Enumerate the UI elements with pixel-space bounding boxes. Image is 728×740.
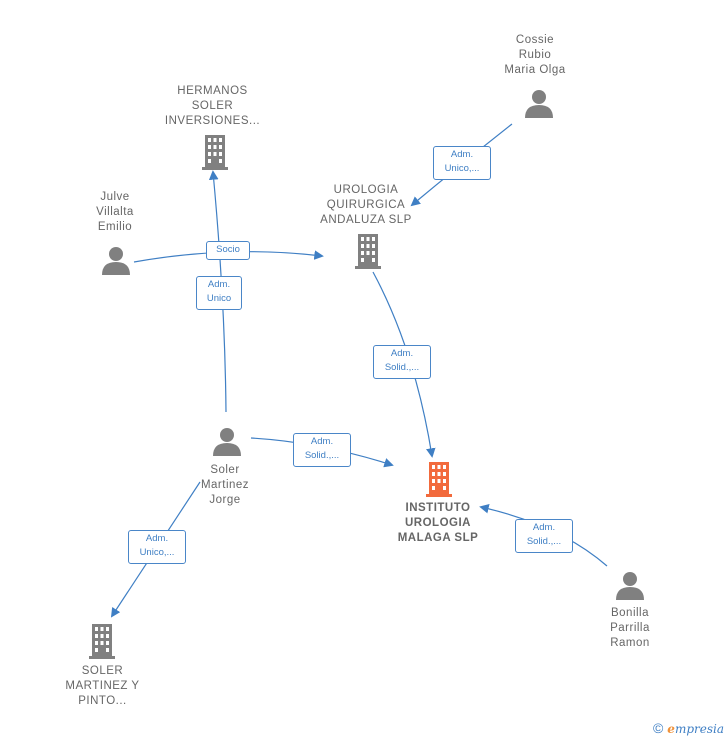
building-icon[interactable] bbox=[352, 234, 384, 269]
node-label-soler-pinto[interactable]: SOLER MARTINEZ Y PINTO... bbox=[65, 665, 140, 707]
edge-label-soler-instituto[interactable]: Adm. Solid.,... bbox=[293, 433, 351, 467]
node-label-urologia-andaluza[interactable]: UROLOGIA QUIRURGICA ANDALUZA SLP bbox=[320, 184, 412, 226]
person-icon[interactable] bbox=[101, 245, 131, 275]
edge-label-bonilla-instituto[interactable]: Adm. Solid.,... bbox=[515, 519, 573, 553]
brand-footer: ©empresia bbox=[653, 720, 724, 736]
building-icon[interactable] bbox=[199, 135, 231, 170]
edge-label-cossie-urologia[interactable]: Adm. Unico,... bbox=[433, 146, 491, 180]
edge-label-soler-hermanos[interactable]: Adm. Unico bbox=[196, 276, 242, 310]
person-icon[interactable] bbox=[212, 426, 242, 456]
node-label-soler-jorge[interactable]: Soler Martinez Jorge bbox=[200, 464, 250, 506]
edge-label-urologia-instituto[interactable]: Adm. Solid.,... bbox=[373, 345, 431, 379]
building-icon[interactable] bbox=[423, 462, 455, 497]
edge-label-soler-pinto[interactable]: Adm. Unico,... bbox=[128, 530, 186, 564]
node-label-hermanos[interactable]: HERMANOS SOLER INVERSIONES... bbox=[164, 85, 261, 127]
edge-label-julve-urologia[interactable]: Socio bbox=[206, 241, 250, 260]
building-icon[interactable] bbox=[86, 624, 118, 659]
brand-logo-text: mpresia bbox=[674, 722, 724, 736]
copyright-symbol: © bbox=[652, 720, 664, 736]
person-icon[interactable] bbox=[615, 570, 645, 600]
node-label-julve[interactable]: Julve Villalta Emilio bbox=[96, 191, 134, 233]
node-label-cossie[interactable]: Cossie Rubio Maria Olga bbox=[504, 34, 566, 76]
brand-logo-initial: e bbox=[667, 722, 675, 736]
node-label-instituto[interactable]: INSTITUTO UROLOGIA MALAGA SLP bbox=[397, 502, 479, 544]
person-icon[interactable] bbox=[524, 88, 554, 118]
node-label-bonilla[interactable]: Bonilla Parrilla Ramon bbox=[610, 607, 650, 649]
